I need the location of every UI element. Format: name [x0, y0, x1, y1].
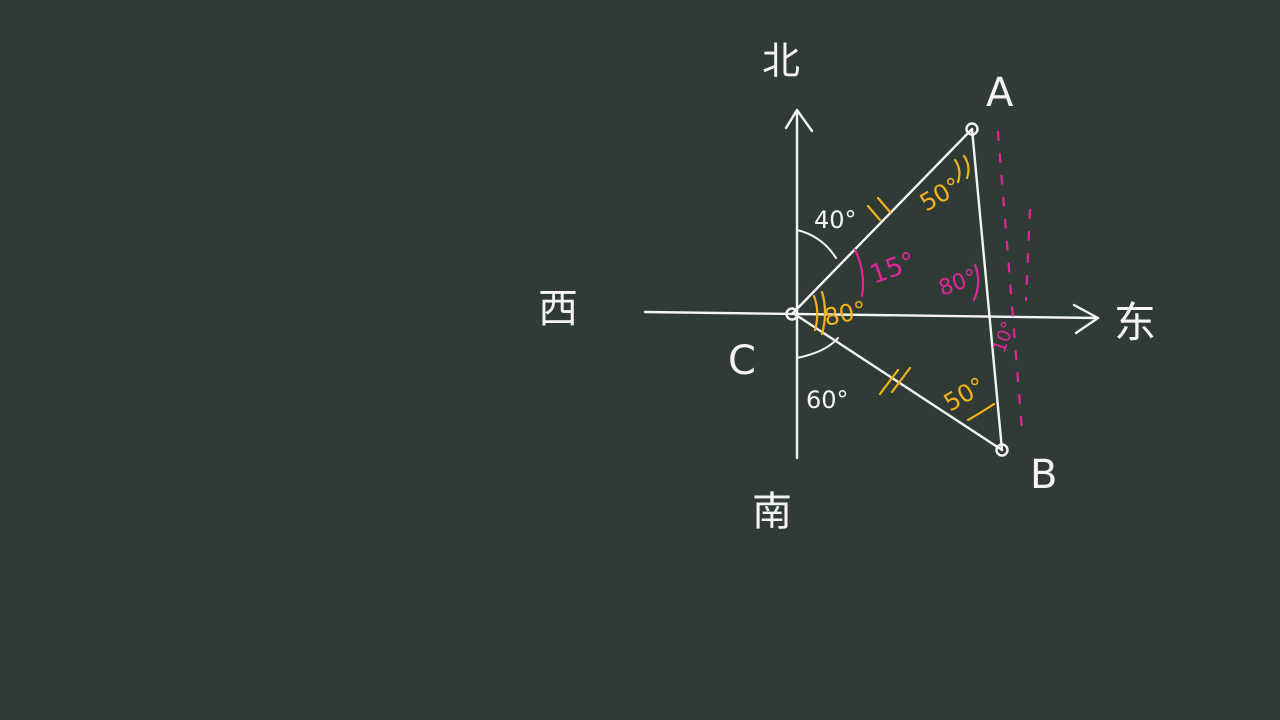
label-west: 西 — [538, 286, 578, 332]
angle-arc-c-1 — [812, 294, 819, 332]
angle-arc-south-b — [796, 337, 839, 359]
label-angle-acb: 80° — [821, 296, 868, 332]
label-south: 南 — [752, 489, 792, 535]
angle-arc-north-a — [796, 229, 837, 259]
label-point-a: A — [986, 70, 1014, 116]
label-angle-south-b: 60° — [806, 386, 849, 414]
segment-ca — [791, 127, 974, 315]
angle-arc-c-2 — [820, 290, 827, 336]
segment-ab — [970, 127, 1004, 452]
angle-mark-a-1 — [953, 158, 961, 184]
label-east: 东 — [1114, 298, 1156, 347]
point-a-marker — [965, 122, 979, 136]
tick-ca-2 — [876, 196, 892, 214]
label-angle-pink-b: 10° — [989, 319, 1020, 356]
segment-cb — [791, 311, 1004, 452]
label-angle-pink-a: 80° — [936, 265, 981, 302]
point-b-marker — [995, 443, 1009, 457]
auxiliary-dashed-line-1 — [996, 130, 1024, 432]
angle-arc-pink-c — [853, 248, 865, 298]
tick-ca-1 — [866, 204, 882, 222]
label-point-c: C — [728, 338, 756, 384]
label-point-b: B — [1030, 452, 1057, 498]
north-arrowhead — [784, 108, 814, 133]
east-arrowhead — [1072, 303, 1100, 335]
auxiliary-dashed-line-2 — [1024, 208, 1032, 302]
angle-mark-a-2 — [962, 154, 970, 180]
angle-mark-b — [966, 402, 996, 422]
angle-arc-pink-a — [972, 263, 980, 302]
point-c-marker — [785, 307, 799, 321]
label-north: 北 — [762, 39, 800, 83]
tick-cb-1 — [878, 368, 900, 396]
label-angle-north-a: 40° — [814, 206, 857, 234]
west-east-axis — [643, 310, 1100, 320]
tick-cb-2 — [890, 366, 912, 394]
label-angle-pink-c: 15° — [866, 247, 920, 291]
